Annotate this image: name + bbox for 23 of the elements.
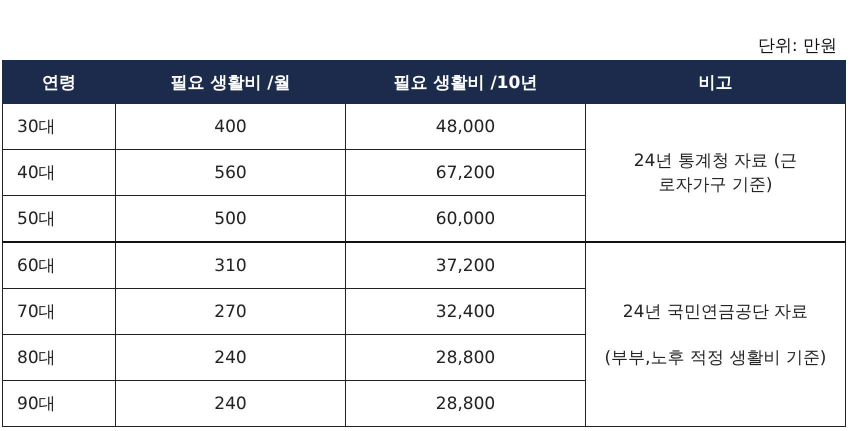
monthly-cost: 560 [116,150,346,196]
note-text: (부부,노후 적정 생활비 기준) [604,346,828,370]
age-group: 30대 [2,104,116,150]
age-group: 70대 [2,288,116,334]
note-text: 24년 국민연금공단 자료 [622,300,810,324]
column-header: 필요 생활비 /10년 [346,60,586,104]
ten-year-cost: 48,000 [346,104,586,150]
column-header: 필요 생활비 /월 [116,60,346,104]
monthly-cost: 240 [116,334,346,380]
monthly-cost: 400 [116,104,346,150]
monthly-cost: 240 [116,380,346,426]
monthly-cost: 270 [116,288,346,334]
age-group: 60대 [2,242,116,288]
unit-note: 단위: 만원 [758,35,837,57]
column-header: 비고 [586,60,846,104]
monthly-cost: 310 [116,242,346,288]
column-header: 연령 [2,60,116,104]
age-group: 80대 [2,334,116,380]
age-group: 90대 [2,380,116,426]
age-group: 40대 [2,150,116,196]
note-text: 24년 통계청 자료 (근로자가구 기준) [632,150,798,196]
ten-year-cost: 37,200 [346,242,586,288]
age-group: 50대 [2,196,116,242]
